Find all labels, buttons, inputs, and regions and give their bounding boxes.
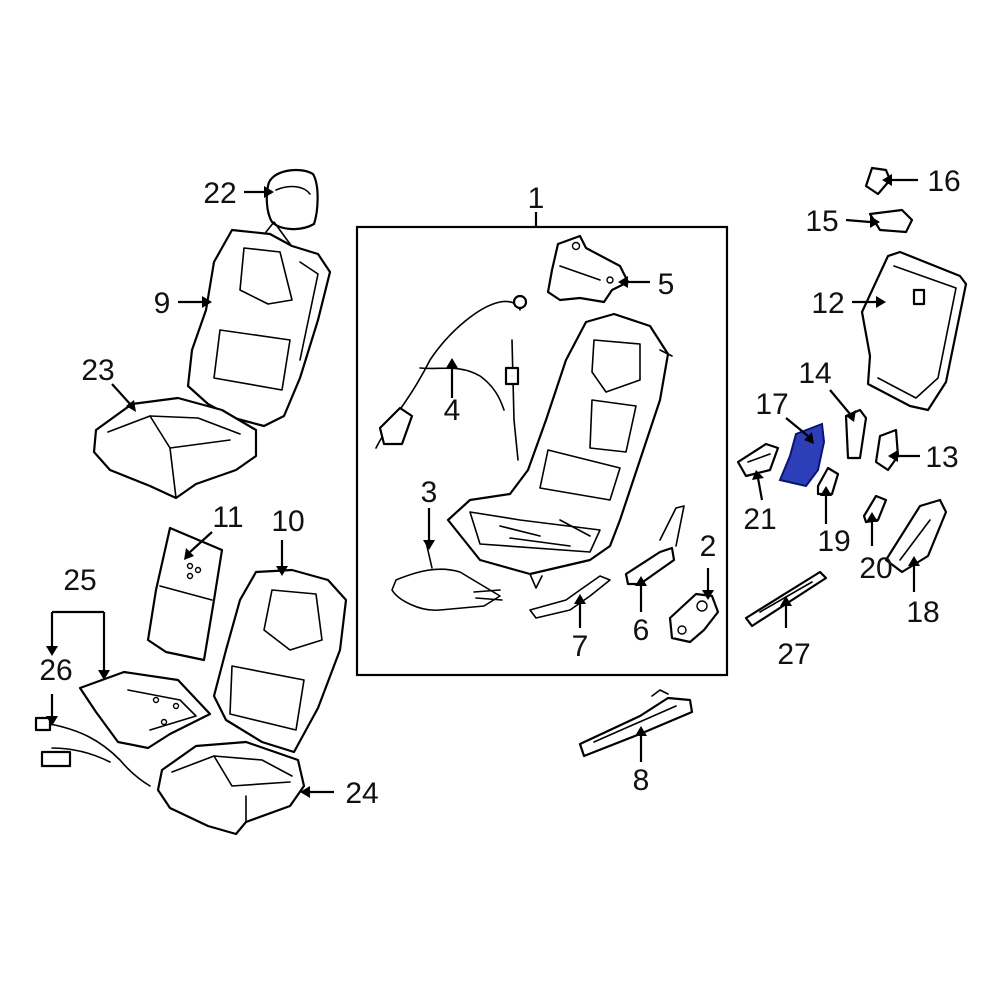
part-22-headrest[interactable]	[265, 168, 319, 231]
callout-19: 19	[817, 525, 850, 558]
part-4-cable[interactable]	[375, 294, 528, 461]
part-1-seat-frame[interactable]	[446, 312, 673, 589]
part-17-highlighted-panel[interactable]	[778, 422, 826, 488]
callout-9: 9	[154, 287, 171, 320]
callout-8: 8	[633, 764, 650, 797]
callout-4: 4	[444, 394, 461, 427]
part-8-seat-track[interactable]	[578, 689, 694, 758]
part-7-link[interactable]	[529, 575, 611, 619]
part-23-seat-cushion-cover[interactable]	[92, 396, 258, 500]
callout-12: 12	[811, 287, 844, 320]
callout-27: 27	[777, 638, 810, 671]
callout-7: 7	[572, 630, 589, 663]
callout-3: 3	[421, 476, 438, 509]
part-20-cap[interactable]	[862, 494, 888, 524]
part-15-clip[interactable]	[868, 208, 914, 234]
part-2-motor[interactable]	[668, 592, 720, 644]
callout-16: 16	[927, 165, 960, 198]
leader-lines	[50, 178, 920, 794]
part-16-clip[interactable]	[864, 166, 892, 196]
part-26-wiring-harness[interactable]	[34, 716, 151, 787]
part-9-backrest-cover[interactable]	[186, 221, 332, 428]
callout-10: 10	[271, 505, 304, 538]
callout-24: 24	[345, 777, 378, 810]
part-14-trim-piece[interactable]	[844, 408, 868, 460]
callout-5: 5	[658, 268, 675, 301]
callout-26: 26	[39, 654, 72, 687]
part-25-seat-base-plate[interactable]	[78, 670, 212, 750]
callout-labels: 1 2 3 4 5 6 7 8 9 10 11 12 13 14 15 16 1…	[39, 165, 960, 810]
part-19-cap[interactable]	[816, 466, 840, 496]
callout-13: 13	[925, 441, 958, 474]
callout-1: 1	[528, 182, 545, 215]
callout-21: 21	[743, 503, 776, 536]
callout-18: 18	[906, 596, 939, 629]
callout-23: 23	[81, 354, 114, 387]
callout-22: 22	[203, 177, 236, 210]
callout-2: 2	[700, 530, 717, 563]
part-6-side-trim[interactable]	[624, 505, 685, 586]
callout-6: 6	[633, 614, 650, 647]
callout-15: 15	[805, 205, 838, 238]
part-10-backrest-pad[interactable]	[212, 568, 348, 754]
part-21-wedge[interactable]	[736, 442, 780, 478]
part-24-seat-cushion[interactable]	[156, 740, 306, 836]
part-5-bracket[interactable]	[546, 234, 630, 304]
assembly-box	[355, 225, 729, 677]
part-11-seat-pad[interactable]	[146, 526, 224, 662]
part-13-trim-piece[interactable]	[874, 428, 900, 472]
callout-20: 20	[859, 552, 892, 585]
callout-25: 25	[63, 564, 96, 597]
part-18-side-cover[interactable]	[884, 498, 948, 574]
callout-14: 14	[798, 357, 831, 390]
callout-17: 17	[755, 388, 788, 421]
callout-11: 11	[212, 501, 243, 534]
arrowheads	[46, 174, 920, 798]
part-12-back-panel[interactable]	[860, 250, 968, 412]
